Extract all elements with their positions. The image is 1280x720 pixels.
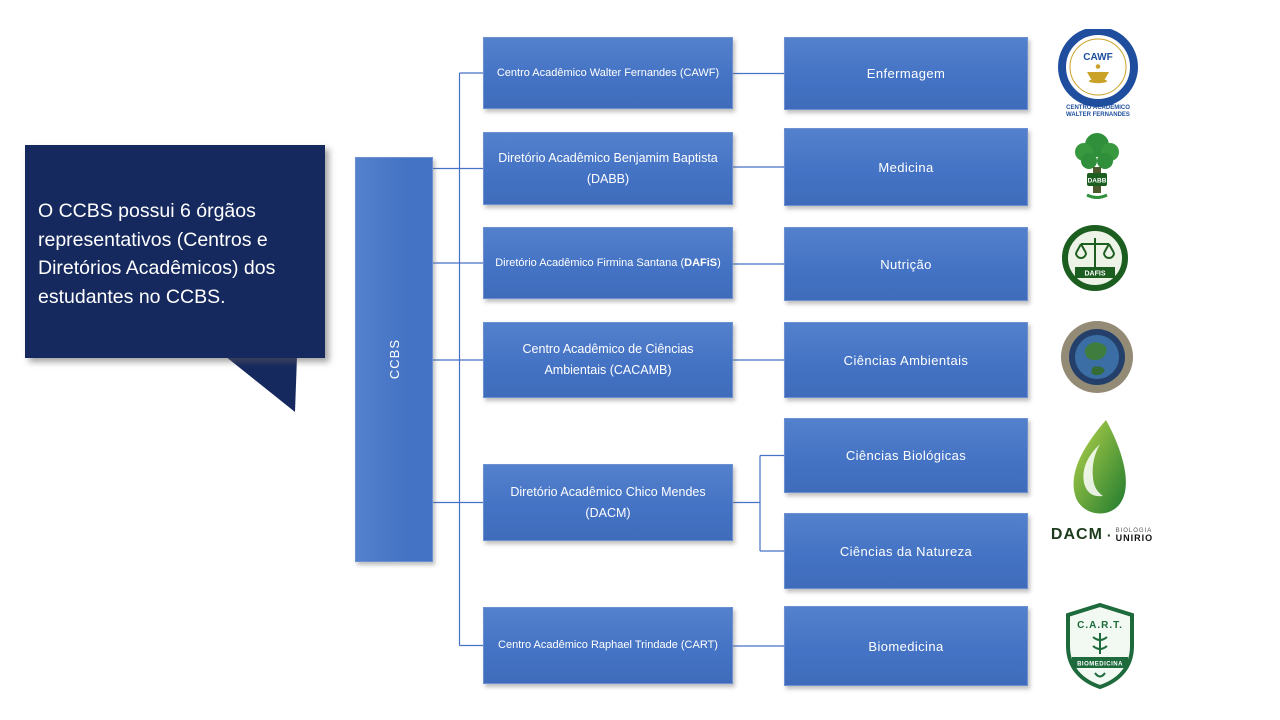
cart-banner: BIOMEDICINA (1077, 662, 1123, 668)
course-label: Enfermagem (866, 66, 946, 81)
org-box-dafis: Diretório Acadêmico Firmina Santana (DAF… (483, 227, 733, 299)
course-box-enfermagem: Enfermagem (784, 37, 1028, 110)
globe-icon (1061, 321, 1133, 393)
course-box-medicina: Medicina (784, 128, 1028, 206)
cawf-caption2: WALTER FERNANDES (1066, 112, 1130, 117)
tree-icon (1075, 133, 1119, 199)
org-box-dafis-label: Diretório Acadêmico Firmina Santana (DAF… (495, 256, 721, 269)
course-label: Nutrição (880, 256, 932, 272)
course-box-ciencias-biologicas: Ciências Biológicas (784, 418, 1028, 493)
cart-logo: C.A.R.T. BIOMEDICINA (1064, 602, 1136, 690)
ccbs-root-label: CCBS (386, 339, 402, 380)
cacamb-logo (1059, 319, 1135, 395)
org-box-cacamb-label: Centro Acadêmico de Ciências Ambientais … (522, 342, 694, 377)
ccbs-root-bar: CCBS (355, 157, 433, 562)
course-box-ciencias-da-natureza: Ciências da Natureza (784, 513, 1028, 589)
dabb-logo: DABB (1069, 131, 1125, 205)
dacm-caption: DACM · BIOLOGIA UNIRIO (1051, 526, 1152, 544)
cawf-caption1: CENTRO ACADÊMICO (1066, 103, 1130, 111)
dafis-abbr: DAFIS (1085, 271, 1106, 278)
course-label: Ciências Ambientais (843, 352, 969, 368)
org-box-cart-label: Centro Acadêmico Raphael Trindade (CART) (498, 639, 718, 651)
org-box-dabb: Diretório Acadêmico Benjamim Baptista (D… (483, 132, 733, 205)
dacm-sub-unirio: UNIRIO (1115, 532, 1154, 543)
org-box-cart: Centro Acadêmico Raphael Trindade (CART) (483, 607, 733, 684)
course-box-ciencias-ambientais: Ciências Ambientais (784, 322, 1028, 398)
scales-icon (1075, 238, 1115, 267)
cawf-abbr: CAWF (1083, 52, 1112, 63)
dacm-dot-separator: · (1106, 527, 1112, 543)
lamp-icon (1087, 64, 1109, 84)
dacm-logo: DACM · BIOLOGIA UNIRIO (1051, 418, 1152, 552)
caduceus-icon (1092, 633, 1108, 654)
callout-bubble: O CCBS possui 6 órgãos representativos (… (25, 145, 325, 358)
course-label: Ciências Biológicas (845, 448, 967, 463)
cawf-logo: CAWF CENTRO ACADÊMICO WALTER FERNANDES (1056, 29, 1140, 117)
dacm-sub-biologia: BIOLOGIA (1115, 527, 1153, 534)
org-box-cawf-label: Centro Acadêmico Walter Fernandes (CAWF) (496, 66, 720, 79)
org-box-dacm: Diretório Acadêmico Chico Mendes (DACM) (483, 464, 733, 541)
org-box-dabb-label: Diretório Acadêmico Benjamim Baptista (D… (498, 150, 718, 186)
dacm-abbr: DACM (1050, 526, 1103, 543)
leaf-icon (1073, 420, 1126, 514)
org-box-cawf: Centro Acadêmico Walter Fernandes (CAWF) (483, 37, 733, 109)
dafis-logo: DAFIS (1062, 225, 1128, 291)
cart-bottom-mark (1094, 672, 1106, 678)
dabb-abbr: DABB (1088, 178, 1107, 185)
cart-abbr: C.A.R.T. (1077, 620, 1123, 631)
course-label: Medicina (878, 159, 934, 175)
course-box-nutricao: Nutrição (784, 227, 1028, 301)
org-box-cacamb: Centro Acadêmico de Ciências Ambientais … (483, 322, 733, 398)
org-box-dacm-label: Diretório Acadêmico Chico Mendes (DACM) (510, 484, 706, 520)
callout-text: O CCBS possui 6 órgãos representativos (… (38, 200, 276, 308)
course-label: Biomedicina (868, 638, 944, 654)
course-label: Ciências da Natureza (839, 543, 973, 559)
callout-tail (225, 356, 297, 412)
course-box-biomedicina: Biomedicina (784, 606, 1028, 686)
